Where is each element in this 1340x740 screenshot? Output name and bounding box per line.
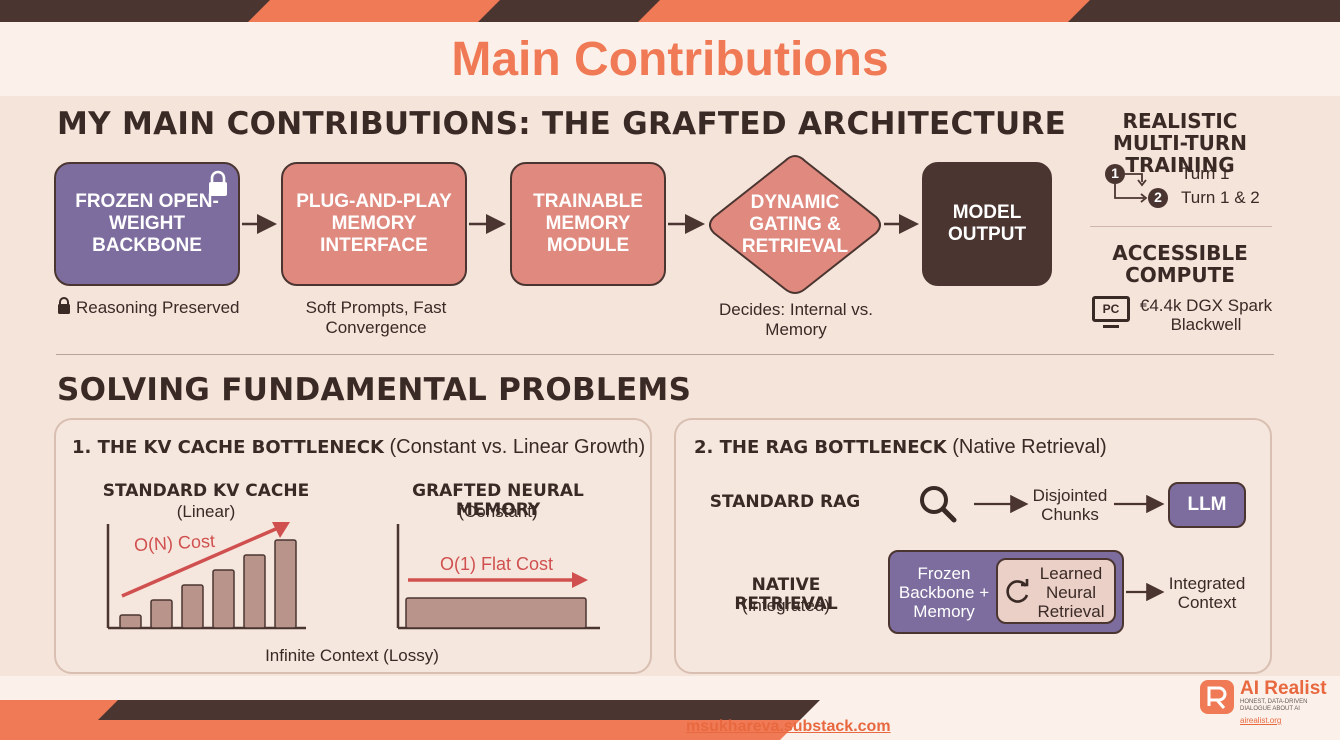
learned-retrieval-box [996, 558, 1116, 624]
disjointed-chunks: Disjointed Chunks [1032, 486, 1108, 524]
pc-icon: PC [1092, 296, 1134, 332]
architecture-heading: MY MAIN CONTRIBUTIONS: THE GRAFTED ARCHI… [57, 106, 1067, 142]
logo-url[interactable]: airealist.org [1240, 716, 1282, 725]
gating-diamond [709, 154, 881, 294]
frozen-memory-label: Frozen Backbone + Memory [898, 564, 990, 621]
kv-title-bold: 1. THE KV CACHE BOTTLENECK [72, 437, 384, 458]
turn1-number: 1 [1111, 165, 1119, 181]
learned-retrieval-label: Learned Neural Retrieval [1037, 564, 1105, 621]
pc-icon-stand [1103, 325, 1119, 328]
training-heading: REALISTIC MULTI-TURN TRAINING [1112, 109, 1248, 177]
linear-cost-chart [106, 522, 306, 630]
node-label: FROZEN OPEN-WEIGHT BACKBONE [75, 191, 219, 256]
model-output-node: MODEL OUTPUT [922, 162, 1052, 286]
growth-arrow-head [272, 522, 290, 538]
kv-title-rest: (Constant vs. Linear Growth) [389, 436, 646, 458]
lock-icon [209, 170, 227, 196]
memory-module-node: TRAINABLE MEMORY MODULE [510, 162, 666, 286]
kv-left-title: STANDARD KV CACHE [102, 481, 310, 501]
memory-interface-node: PLUG-AND-PLAY MEMORY INTERFACE [281, 162, 467, 286]
turn2-label: Turn 1 & 2 [1181, 188, 1260, 207]
cost-bar [274, 539, 297, 629]
cost-bar [243, 554, 266, 629]
native-retrieval-sub: (Integrated) [742, 596, 830, 615]
footer-url[interactable]: msukhareva.substack.com [686, 718, 891, 735]
page-title: Main Contributions [451, 33, 889, 86]
rag-card-title: 2. THE RAG BOTTLENECK (Native Retrieval) [694, 436, 1107, 459]
integrated-context: Integrated Context [1168, 574, 1246, 612]
rag-title-rest: (Native Retrieval) [952, 436, 1107, 458]
ai-realist-logo-icon [1200, 680, 1234, 714]
flat-cost-bar [405, 597, 587, 629]
kv-right-title: GRAFTED NEURAL MEMORY [412, 481, 584, 520]
node-label: MODEL OUTPUT [947, 202, 1027, 245]
refresh-icon [1006, 579, 1029, 603]
node-label: TRAINABLE MEMORY MODULE [533, 191, 643, 256]
rag-arrows [974, 494, 1165, 514]
kv-right-annotation: O(1) Flat Cost [440, 554, 554, 574]
llm-node: LLM [1168, 482, 1246, 528]
flat-cost-chart [396, 524, 600, 630]
bottom-stripes [0, 700, 820, 740]
pc-icon-screen: PC [1092, 296, 1130, 322]
compute-text: €4.4k DGX Spark Blackwell [1139, 296, 1273, 334]
kv-card-title: 1. THE KV CACHE BOTTLENECK (Constant vs.… [72, 436, 645, 459]
search-icon [920, 486, 957, 523]
rag-title-bold: 2. THE RAG BOTTLENECK [694, 437, 947, 458]
turn-diagram [1105, 164, 1168, 208]
side-divider [1090, 226, 1272, 227]
gating-label: DYNAMIC GATING & RETRIEVAL [741, 192, 849, 257]
kv-right-sub: (Constant) [458, 502, 538, 521]
top-stripes [0, 0, 1340, 22]
logo-name: AI Realist [1240, 678, 1327, 699]
lock-icon [58, 297, 70, 314]
gating-caption: Decides: Internal vs. Memory [718, 300, 873, 339]
kv-left-sub: (Linear) [176, 502, 236, 521]
cost-bar [212, 569, 235, 629]
flat-arrow-head [572, 572, 588, 588]
cost-bar [181, 584, 204, 629]
frozen-backbone-node: FROZEN OPEN-WEIGHT BACKBONE [54, 162, 240, 286]
backbone-caption: Reasoning Preserved [76, 298, 240, 317]
kv-footer: Infinite Context (Lossy) [265, 646, 439, 665]
interface-caption: Soft Prompts, Fast Convergence [305, 298, 447, 337]
kv-cache-card [54, 418, 652, 674]
turn2-number: 2 [1154, 189, 1162, 205]
logo-tagline: HONEST, DATA-DRIVEN DIALOGUE ABOUT AI [1240, 699, 1308, 712]
flow-arrows [242, 214, 919, 234]
kv-left-annotation: O(N) Cost [133, 530, 216, 556]
cost-bar [119, 614, 142, 629]
native-retrieval-label: NATIVE RETRIEVAL [734, 575, 838, 614]
cost-bar [150, 599, 173, 629]
compute-heading: ACCESSIBLE COMPUTE [1112, 241, 1248, 287]
growth-arrow [121, 526, 279, 598]
native-arrow [1126, 582, 1165, 602]
section-divider [56, 354, 1274, 355]
problems-heading: SOLVING FUNDAMENTAL PROBLEMS [57, 372, 692, 408]
node-label: PLUG-AND-PLAY MEMORY INTERFACE [296, 191, 452, 256]
turn1-label: Turn 1 [1181, 164, 1230, 183]
standard-rag-label: STANDARD RAG [709, 492, 861, 512]
